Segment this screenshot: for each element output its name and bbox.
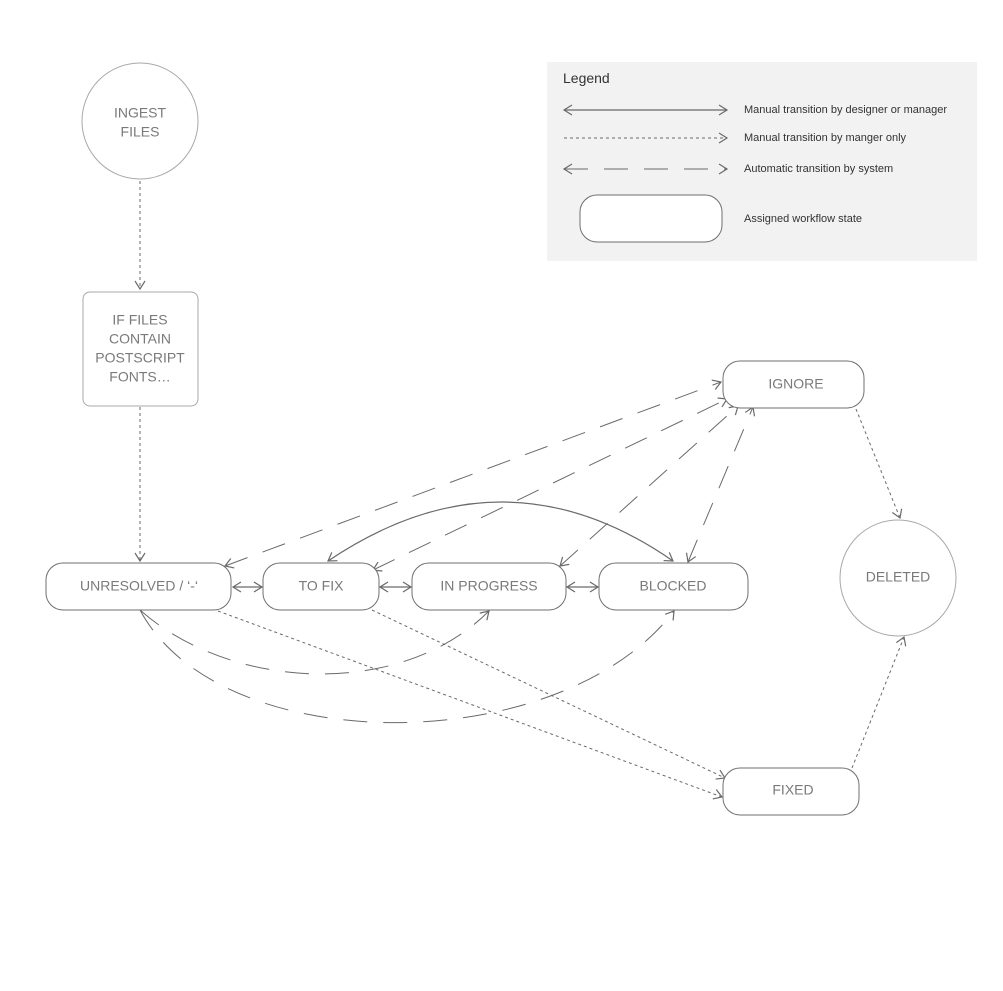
in-progress-state: IN PROGRESS bbox=[411, 562, 567, 611]
edge-blocked-ignore bbox=[685, 405, 756, 564]
blocked-label: BLOCKED bbox=[640, 578, 707, 594]
edges bbox=[134, 181, 907, 800]
deleted-node: DELETED bbox=[839, 519, 957, 637]
legend-automatic-label: Automatic transition by system bbox=[744, 163, 893, 175]
legend-manual-any-label: Manual transition by designer or manager bbox=[744, 104, 947, 116]
edge-unresolved-blocked-curve bbox=[139, 609, 675, 723]
legend-title: Legend bbox=[563, 70, 610, 86]
postscript-line4: FONTS… bbox=[109, 369, 170, 385]
legend-assigned-state-label: Assigned workflow state bbox=[744, 213, 862, 225]
legend-state-sample bbox=[579, 194, 723, 243]
unresolved-state: UNRESOLVED / ‘-‘ bbox=[45, 562, 232, 611]
edge-fixed-deleted bbox=[851, 635, 907, 769]
deleted-label: DELETED bbox=[866, 569, 931, 585]
edge-tofix-ignore bbox=[371, 397, 729, 572]
edge-tofix-fixed bbox=[371, 609, 727, 780]
to-fix-label: TO FIX bbox=[299, 578, 345, 594]
unresolved-label: UNRESOLVED / ‘-‘ bbox=[80, 578, 198, 594]
fixed-state: FIXED bbox=[722, 767, 860, 816]
postscript-line1: IF FILES bbox=[112, 312, 167, 328]
ingest-files-line1: INGEST bbox=[114, 105, 167, 121]
edge-unresolved-fixed bbox=[217, 610, 724, 800]
postscript-line2: CONTAIN bbox=[109, 331, 171, 347]
edge-unresolved-inprogress-curve bbox=[139, 609, 490, 675]
edge-unresolved-ignore bbox=[223, 379, 723, 569]
to-fix-state: TO FIX bbox=[262, 562, 380, 611]
ignore-label: IGNORE bbox=[768, 376, 823, 392]
postscript-check-node: IF FILES CONTAIN POSTSCRIPT FONTS… bbox=[82, 291, 199, 407]
legend-manual-manager-label: Manual transition by manger only bbox=[744, 132, 907, 144]
in-progress-label: IN PROGRESS bbox=[440, 578, 537, 594]
ingest-files-line2: FILES bbox=[121, 124, 160, 140]
edge-ignore-deleted bbox=[855, 408, 903, 520]
postscript-line3: POSTSCRIPT bbox=[95, 350, 185, 366]
nodes: INGEST FILES IF FILES CONTAIN POSTSCRIPT… bbox=[45, 62, 957, 816]
legend: Legend Manual transition by designer or … bbox=[547, 62, 977, 261]
fixed-label: FIXED bbox=[772, 782, 813, 798]
blocked-state: BLOCKED bbox=[598, 562, 749, 611]
ingest-files-node: INGEST FILES bbox=[81, 62, 199, 180]
edge-inprogress-ignore bbox=[559, 405, 739, 567]
ignore-state: IGNORE bbox=[722, 360, 865, 409]
